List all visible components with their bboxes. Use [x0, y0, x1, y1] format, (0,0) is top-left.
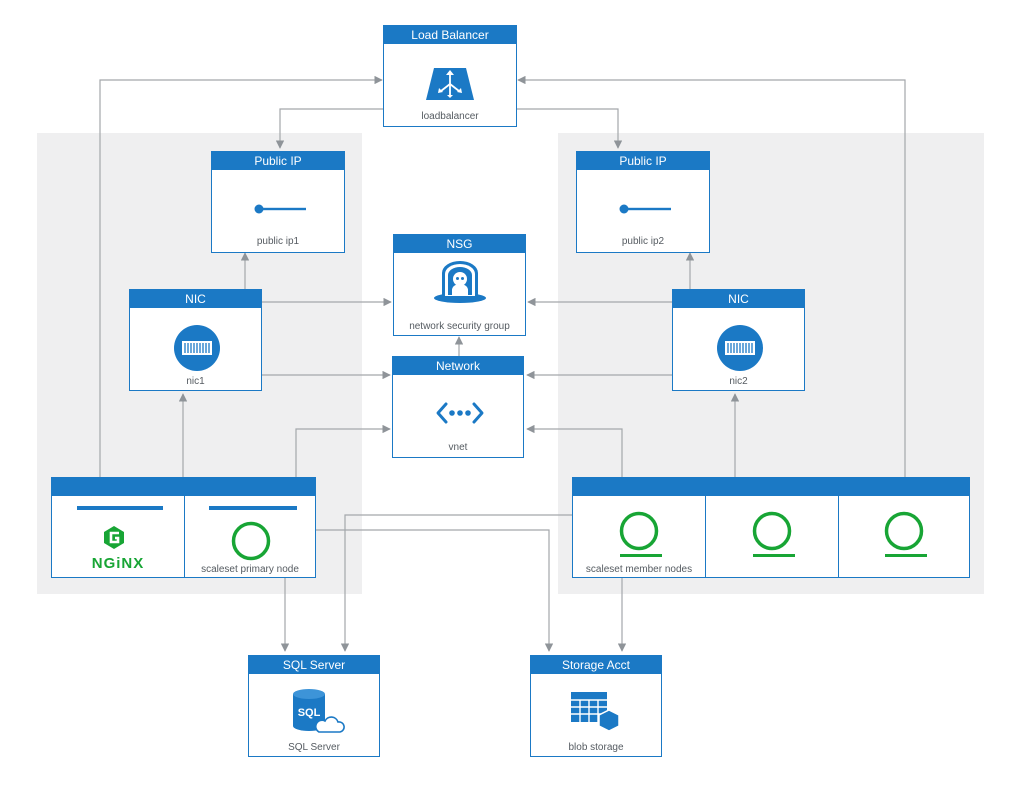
public-ip-icon	[617, 202, 673, 216]
load-balancer-icon	[424, 64, 476, 104]
nic2-card[interactable]: NIC nic2	[672, 289, 805, 391]
public-ip2-caption: public ip2	[621, 236, 665, 247]
nic2-caption: nic2	[729, 376, 748, 387]
sql-server-caption: SQL Server	[288, 742, 340, 753]
nginx-cell[interactable]: NGiNX	[52, 496, 184, 577]
member-node-cell-1[interactable]: scaleset member nodes	[573, 496, 705, 577]
public-ip1-caption: public ip1	[256, 236, 300, 247]
blob-storage-icon	[569, 690, 625, 736]
nsg-card[interactable]: NSG network security group	[393, 234, 526, 336]
public-ip2-title: Public IP	[577, 152, 709, 170]
member-group-header	[573, 478, 969, 496]
nginx-top-bar	[77, 506, 163, 510]
nginx-logo-icon	[90, 524, 150, 560]
primary-node-group[interactable]: NGiNX scaleset primary node	[51, 477, 316, 578]
sql-server-card[interactable]: SQL Server SQL SQL Server	[248, 655, 380, 757]
nsg-shield-icon	[432, 259, 488, 305]
nginx-logo-text: NGiNX	[91, 555, 145, 572]
member-group-divider-1	[705, 496, 706, 577]
vnet-icon	[435, 401, 485, 425]
nic-icon	[173, 324, 221, 372]
network-title: Network	[393, 357, 523, 375]
public-ip-icon	[252, 202, 308, 216]
nic1-card[interactable]: NIC nic1	[129, 289, 262, 391]
connector-lb-to-pip2	[516, 108, 623, 149]
member-group-divider-2	[838, 496, 839, 577]
public-ip1-card[interactable]: Public IP public ip1	[211, 151, 345, 253]
sql-server-title: SQL Server	[249, 656, 379, 674]
member-node-group[interactable]: scaleset member nodes	[572, 477, 970, 578]
connector-primary-to-storage	[316, 529, 554, 652]
storage-account-card[interactable]: Storage Acct blob storage	[530, 655, 662, 757]
connector-members-to-vnet	[526, 424, 623, 477]
public-ip2-card[interactable]: Public IP public ip2	[576, 151, 710, 253]
nic-icon	[716, 324, 764, 372]
storage-account-caption: blob storage	[568, 742, 624, 753]
connector-nginx-to-lb	[99, 75, 383, 477]
connector-members-to-lb	[517, 75, 906, 477]
vm-node-icon	[883, 510, 925, 552]
load-balancer-title: Load Balancer	[384, 26, 516, 44]
connector-primary-to-vnet	[295, 424, 391, 477]
member-node-cell-3[interactable]	[839, 496, 969, 577]
connector-members-to-sql	[340, 514, 573, 652]
nsg-caption: network security group	[409, 321, 510, 332]
nsg-title: NSG	[394, 235, 525, 253]
sql-database-icon: SQL	[289, 686, 345, 740]
member-node-cell-2[interactable]	[706, 496, 838, 577]
member-node-caption: scaleset member nodes	[585, 564, 693, 575]
primary-group-divider	[184, 496, 185, 577]
load-balancer-card[interactable]: Load Balancer loadbalancer	[383, 25, 517, 127]
primary-node-top-bar	[209, 506, 297, 510]
primary-node-cell[interactable]: scaleset primary node	[185, 496, 315, 577]
load-balancer-caption: loadbalancer	[421, 111, 479, 122]
svg-text:SQL: SQL	[298, 707, 321, 719]
vm-node-icon	[618, 510, 660, 552]
storage-account-title: Storage Acct	[531, 656, 661, 674]
public-ip1-title: Public IP	[212, 152, 344, 170]
network-card[interactable]: Network vnet	[392, 356, 524, 458]
member-node-2-base	[753, 554, 795, 557]
nic1-caption: nic1	[186, 376, 205, 387]
vm-node-icon	[751, 510, 793, 552]
nic1-title: NIC	[130, 290, 261, 308]
nic2-title: NIC	[673, 290, 804, 308]
member-node-3-base	[885, 554, 927, 557]
member-node-1-base	[620, 554, 662, 557]
primary-node-caption: scaleset primary node	[201, 564, 299, 575]
primary-group-header	[52, 478, 315, 496]
network-caption: vnet	[448, 442, 468, 453]
vm-node-icon	[230, 520, 272, 562]
connector-lb-to-pip1	[275, 108, 383, 149]
